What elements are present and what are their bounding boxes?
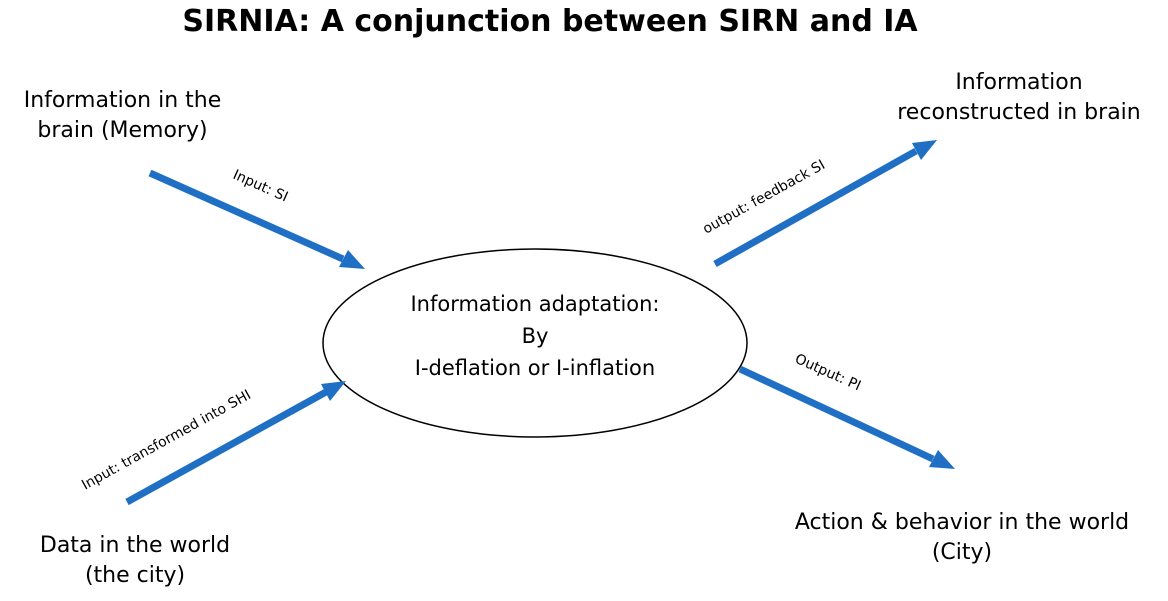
node-action: Action & behavior in the world (City) xyxy=(762,508,1162,568)
center-text-line1: Information adaptation: xyxy=(410,292,659,316)
node-memory-line1: Information in the xyxy=(23,88,222,113)
node-data-world: Data in the world (the city) xyxy=(10,531,260,591)
center-ellipse xyxy=(322,248,748,438)
node-action-line2: (City) xyxy=(931,540,993,565)
arrow-output-pi xyxy=(738,365,955,469)
node-reconstructed: Information reconstructed in brain xyxy=(870,68,1168,128)
diagram-title: SIRNIA: A conjunction between SIRN and I… xyxy=(182,4,918,39)
center-text-line3: I-deflation or I-inflation xyxy=(415,356,655,380)
arrow-output-feedback xyxy=(713,140,937,268)
node-data-world-line1: Data in the world xyxy=(39,533,231,558)
node-memory: Information in the brain (Memory) xyxy=(0,86,245,146)
node-data-world-line2: (the city) xyxy=(84,563,186,588)
edge-label-output-feedback: output: feedback SI xyxy=(700,157,828,237)
node-memory-line2: brain (Memory) xyxy=(37,118,208,143)
edge-label-output-pi: Output: PI xyxy=(792,351,863,394)
arrow-input-si xyxy=(148,169,365,269)
node-reconstructed-line2: reconstructed in brain xyxy=(897,100,1141,125)
center-text-line2: By xyxy=(522,324,549,348)
node-action-line1: Action & behavior in the world xyxy=(794,510,1130,535)
arrow-input-shi xyxy=(125,381,346,506)
edge-label-input-si: Input: SI xyxy=(230,167,290,205)
node-reconstructed-line1: Information xyxy=(955,70,1083,95)
